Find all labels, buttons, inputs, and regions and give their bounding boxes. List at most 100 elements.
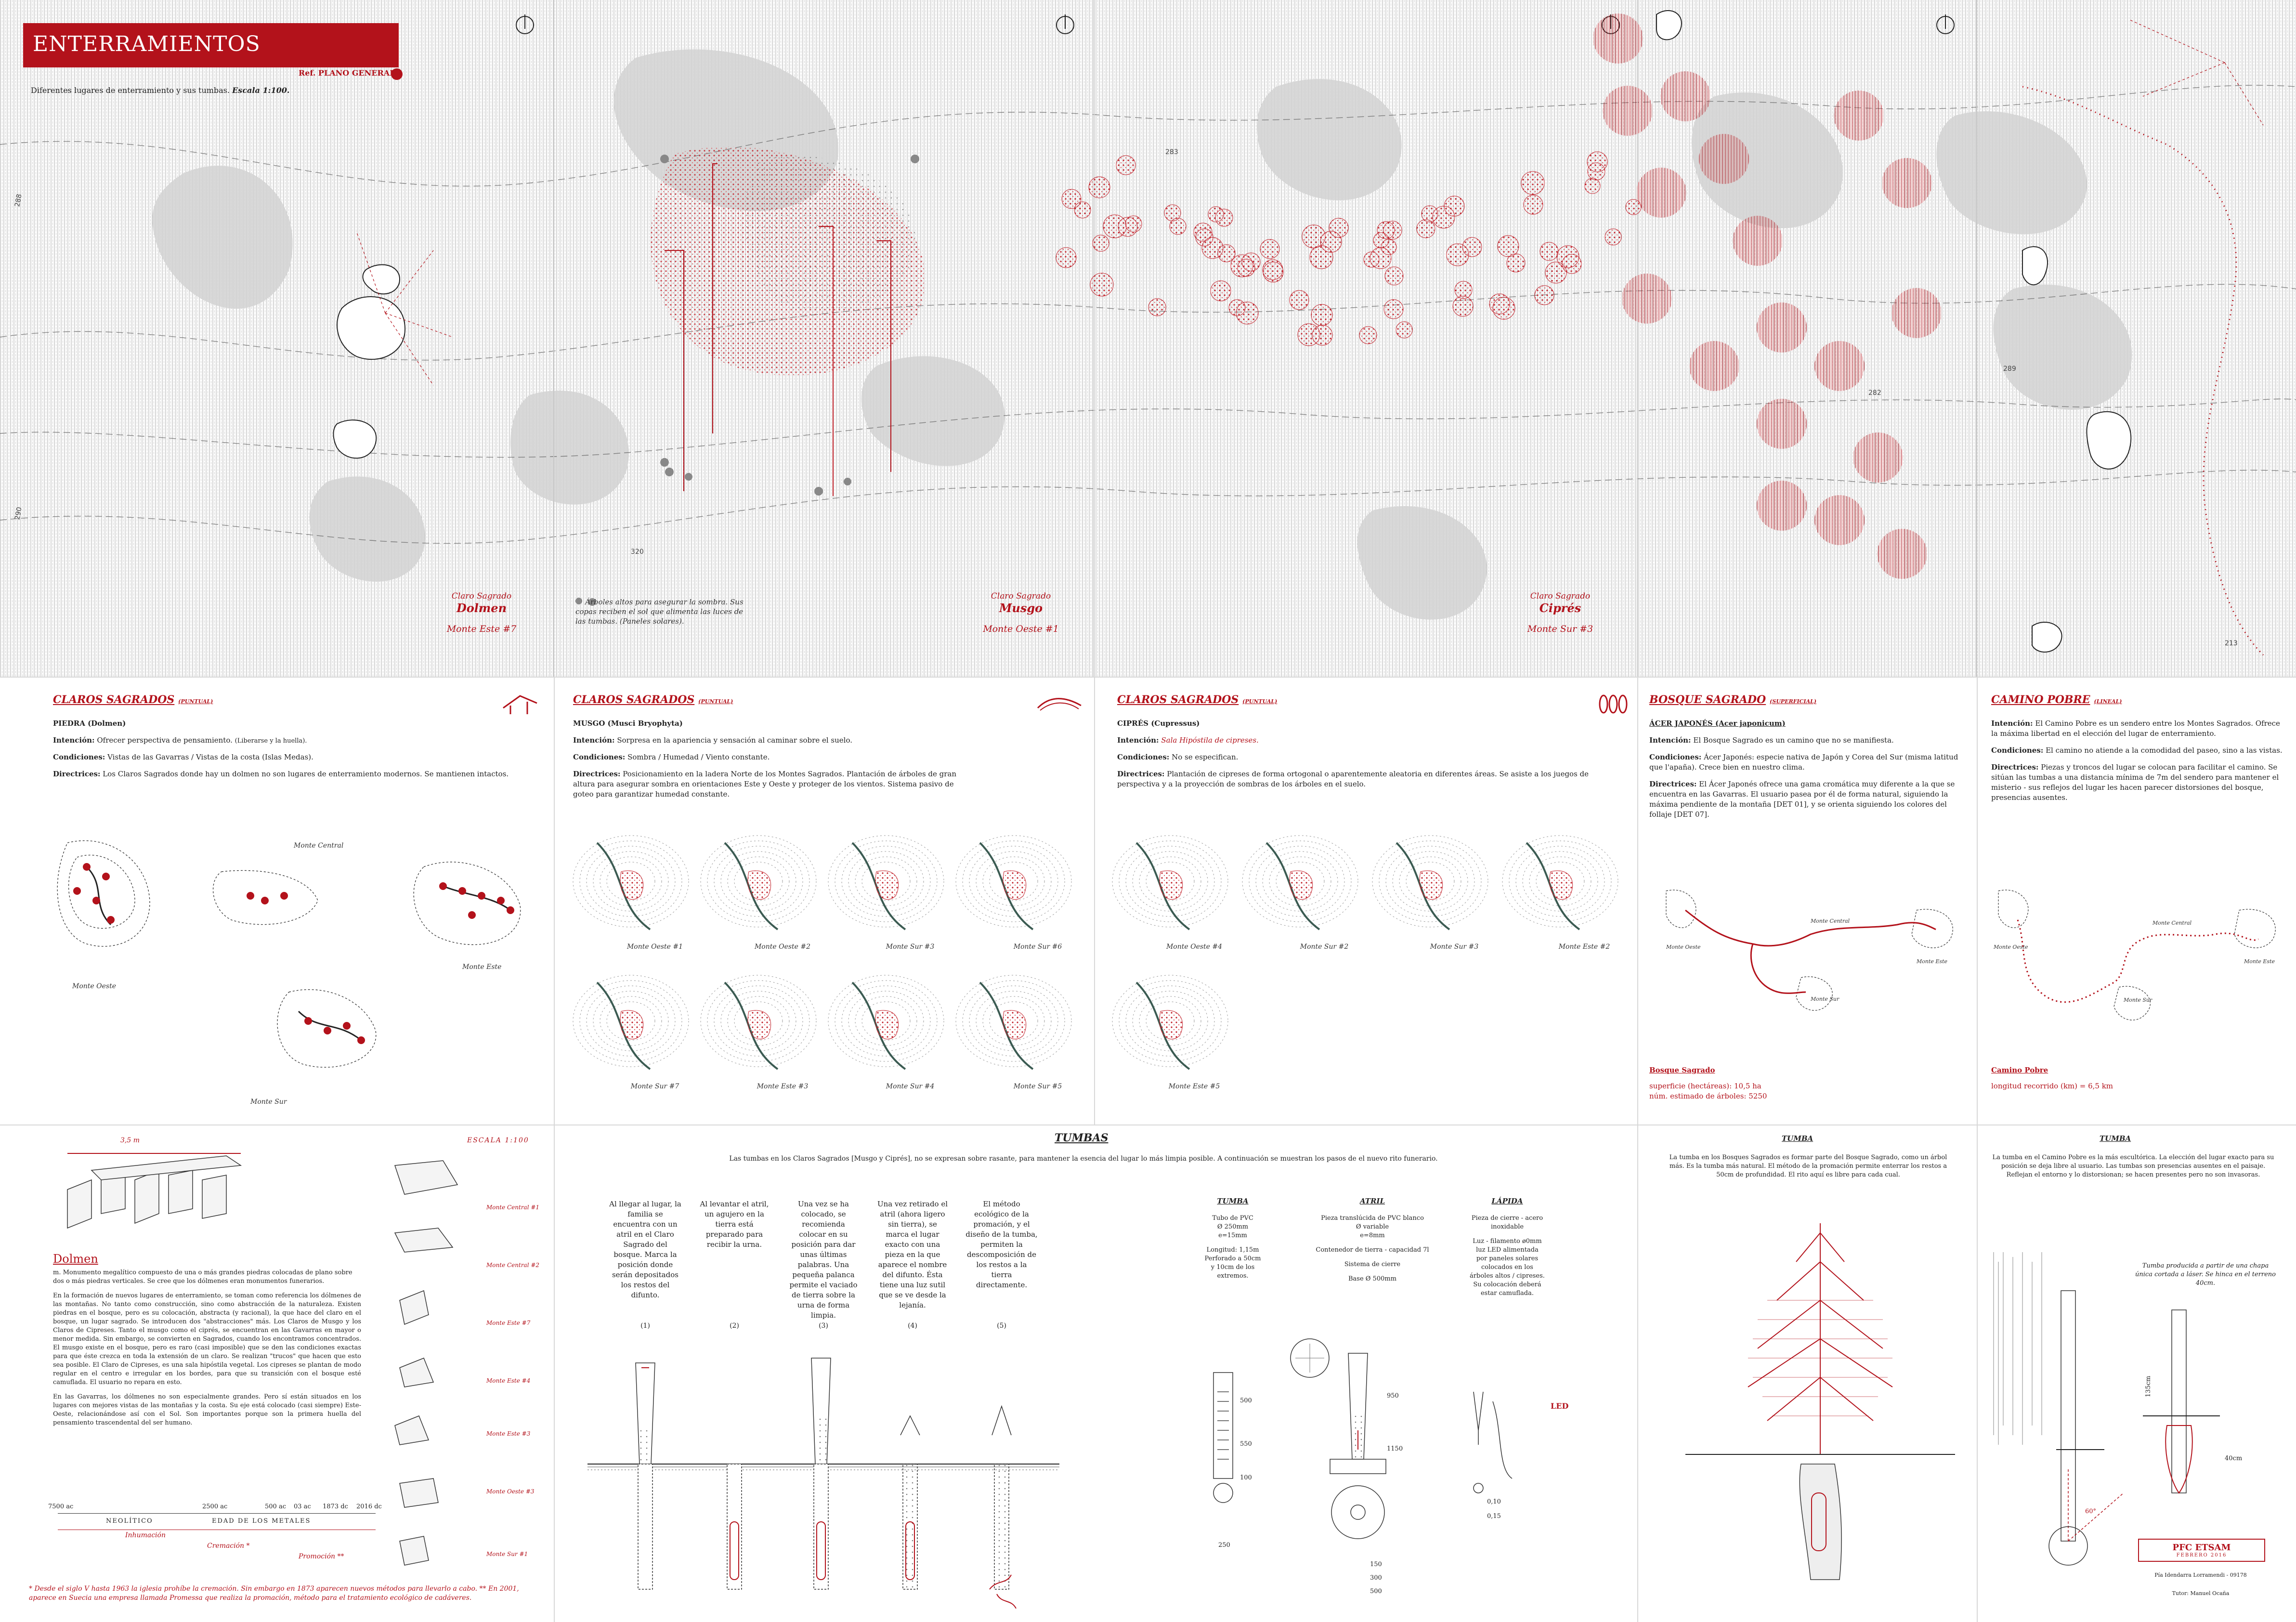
section-tag: (LINEAL) [2094, 698, 2122, 705]
text-directrices: Piezas y troncos del lugar se colocan pa… [1991, 763, 2279, 802]
maple-tree [1834, 91, 1884, 141]
step-text: Al llegar al lugar, la familia se encuen… [609, 1200, 681, 1299]
text-intencion: Sala Hipóstila de cipreses. [1161, 736, 1259, 745]
site-sketch: Monte Sur #6 [955, 835, 1072, 951]
map-note: Árboles altos para asegurar la sombra. S… [575, 597, 749, 626]
dolmen-sites-elevations [394, 1160, 458, 1566]
map-caption-musgo: Claro Sagrado Musgo Monte Oeste #1 [963, 591, 1079, 634]
dolmen-paragraph: En las Gavarras, los dólmenes no son esp… [53, 1393, 361, 1426]
site-label: Monte Este #3 [486, 1430, 531, 1437]
text-intencion: El Bosque Sagrado es un camino que no se… [1693, 736, 1894, 745]
site-sketch: Monte Sur #5 [955, 975, 1072, 1090]
site-label: Monte Central [294, 842, 344, 850]
section-type: PIEDRA (Dolmen) [53, 719, 126, 728]
dimension: 250 [1218, 1542, 1230, 1549]
cypress-tree [1521, 171, 1545, 195]
timeline-tick: 03 ac [294, 1503, 311, 1510]
cypress-tree [1373, 232, 1389, 249]
map-note-text: Árboles altos para asegurar la sombra. S… [575, 598, 744, 626]
dolmen-text-block: Dolmen m. Monumento megalítico compuesto… [53, 1252, 361, 1427]
dolmen-icon [503, 695, 537, 714]
subtitle-text: Diferentes lugares de enterramiento y su… [31, 86, 230, 95]
site-label: Monte Este #7 [486, 1320, 531, 1326]
dimension: 550 [1240, 1440, 1252, 1448]
site-sketch: Monte Sur #7 [573, 975, 689, 1090]
cypress-tree [1148, 298, 1166, 316]
maple-tree [1699, 134, 1749, 184]
cypress-tree [1329, 218, 1349, 238]
site-sketch: Monte Este #3 [700, 975, 817, 1090]
tumbas-heading: TUMBAS [1055, 1132, 1109, 1144]
label-directrices: Directrices: [1991, 763, 2039, 772]
part-lines: Tubo de PVC Ø 250mm e=15mm Longitud: 1,1… [1192, 1214, 1274, 1281]
cypress-tree [1090, 273, 1114, 297]
part-atril: ATRIL Pieza translúcida de PVC blanco Ø … [1310, 1197, 1435, 1283]
section-heading: CAMINO POBRE [1991, 693, 2090, 706]
site-label: Monte Sur #3 [1430, 943, 1479, 951]
cypress-tree [1384, 266, 1404, 286]
map-caption-site: Monte Oeste #1 [983, 624, 1059, 634]
pfc-stamp: PFC ETSAM FEBRERO 2016 [2138, 1539, 2265, 1562]
dimension: 500 [1370, 1588, 1382, 1595]
part-line: Base Ø 500mm [1348, 1275, 1397, 1282]
section-tag: (SUPERFICIAL) [1770, 698, 1817, 705]
cypress-tree [1416, 219, 1435, 238]
svg-text:283: 283 [1165, 148, 1178, 156]
cypress-tree [1312, 325, 1333, 346]
site-sketch: Monte Sur #2 [1242, 835, 1358, 951]
text-intencion: Ofrecer perspectiva de pensamiento. [97, 736, 233, 745]
tumba-camino-note: Tumba producida a partir de una chapa ún… [2135, 1262, 2276, 1287]
svg-text:289: 289 [2003, 365, 2016, 373]
cypress-tree [1452, 296, 1474, 317]
part-line: Pieza de cierre - acero inoxidable [1471, 1215, 1543, 1230]
dimension: 950 [1387, 1392, 1399, 1400]
maple-tree [1814, 341, 1865, 391]
dolmen-heading: Dolmen [53, 1252, 98, 1266]
cypress-tree [1492, 297, 1515, 320]
step-number: (4) [908, 1322, 917, 1330]
cypress-tree [1584, 178, 1601, 194]
timeline-rite: Inhumación [125, 1531, 166, 1539]
cypress-tree [1311, 304, 1333, 326]
part-line: estar camuflada. [1480, 1290, 1534, 1297]
part-line: Contenedor de tierra - capacidad 7l [1316, 1246, 1429, 1254]
tumba-camino-heading: TUMBA [2100, 1134, 2131, 1143]
site-sketch: Monte Sur #4 [828, 975, 944, 1090]
part-line: e=15mm [1218, 1232, 1247, 1239]
site-sketch: Monte Oeste #2 [700, 835, 817, 951]
site-sketch: Monte Sur #3 [828, 835, 944, 951]
timeline: 7500 ac 2500 ac 500 ac 03 ac 1873 dc 201… [48, 1503, 385, 1560]
cypress-tree [1088, 176, 1110, 198]
part-line: extremos. [1217, 1272, 1249, 1280]
site-label: Monte Este #2 [1558, 943, 1610, 951]
divider [1094, 677, 1095, 1125]
site-label: Monte Sur #3 [886, 943, 935, 951]
cypress-tree [1193, 222, 1213, 242]
summary-title: Camino Pobre [1991, 1066, 2048, 1074]
site-plan-map: 288 290 320 283 282 289 213 [0, 0, 2296, 677]
map-caption-name: Musgo [999, 601, 1043, 615]
summary-line: longitud recorrido (km) = 6,5 km [1991, 1082, 2113, 1090]
text-condiciones: No se especifican. [1172, 753, 1239, 761]
part-line: Su colocación deberá [1473, 1281, 1541, 1288]
maple-tree [1660, 71, 1710, 121]
scale-label: ESCALA 1:100 [467, 1137, 529, 1144]
text-condiciones: Ácer Japonés: especie nativa de Japón y … [1649, 753, 1958, 772]
tree-burial-drawing [1685, 1223, 1955, 1580]
map-caption-site: Monte Sur #3 [1527, 624, 1593, 634]
site-sketch: Monte Este #2 [1502, 835, 1618, 951]
stamp-author: Pía Idendarra Lorramendi - 09178 [2154, 1572, 2247, 1578]
cypress-tree [1370, 247, 1392, 269]
cypress-tree [1210, 280, 1231, 301]
label-condiciones: Condiciones: [53, 753, 105, 761]
step-text: Al levantar el atril, un agujero en la t… [700, 1200, 769, 1249]
maple-tree [1733, 216, 1783, 266]
dimension: 1150 [1387, 1445, 1403, 1452]
section-cipres: CLAROS SAGRADOS(PUNTUAL) CIPRÉS (Cupress… [1117, 693, 1628, 789]
part-line: Longitud: 1,15m [1206, 1246, 1259, 1254]
tumba-bosque-heading: TUMBA [1782, 1134, 1813, 1143]
cypress-tree [1462, 237, 1482, 257]
step-text: El método ecológico de la promación, y e… [965, 1200, 1038, 1289]
timeline-tick: 7500 ac [48, 1503, 74, 1510]
